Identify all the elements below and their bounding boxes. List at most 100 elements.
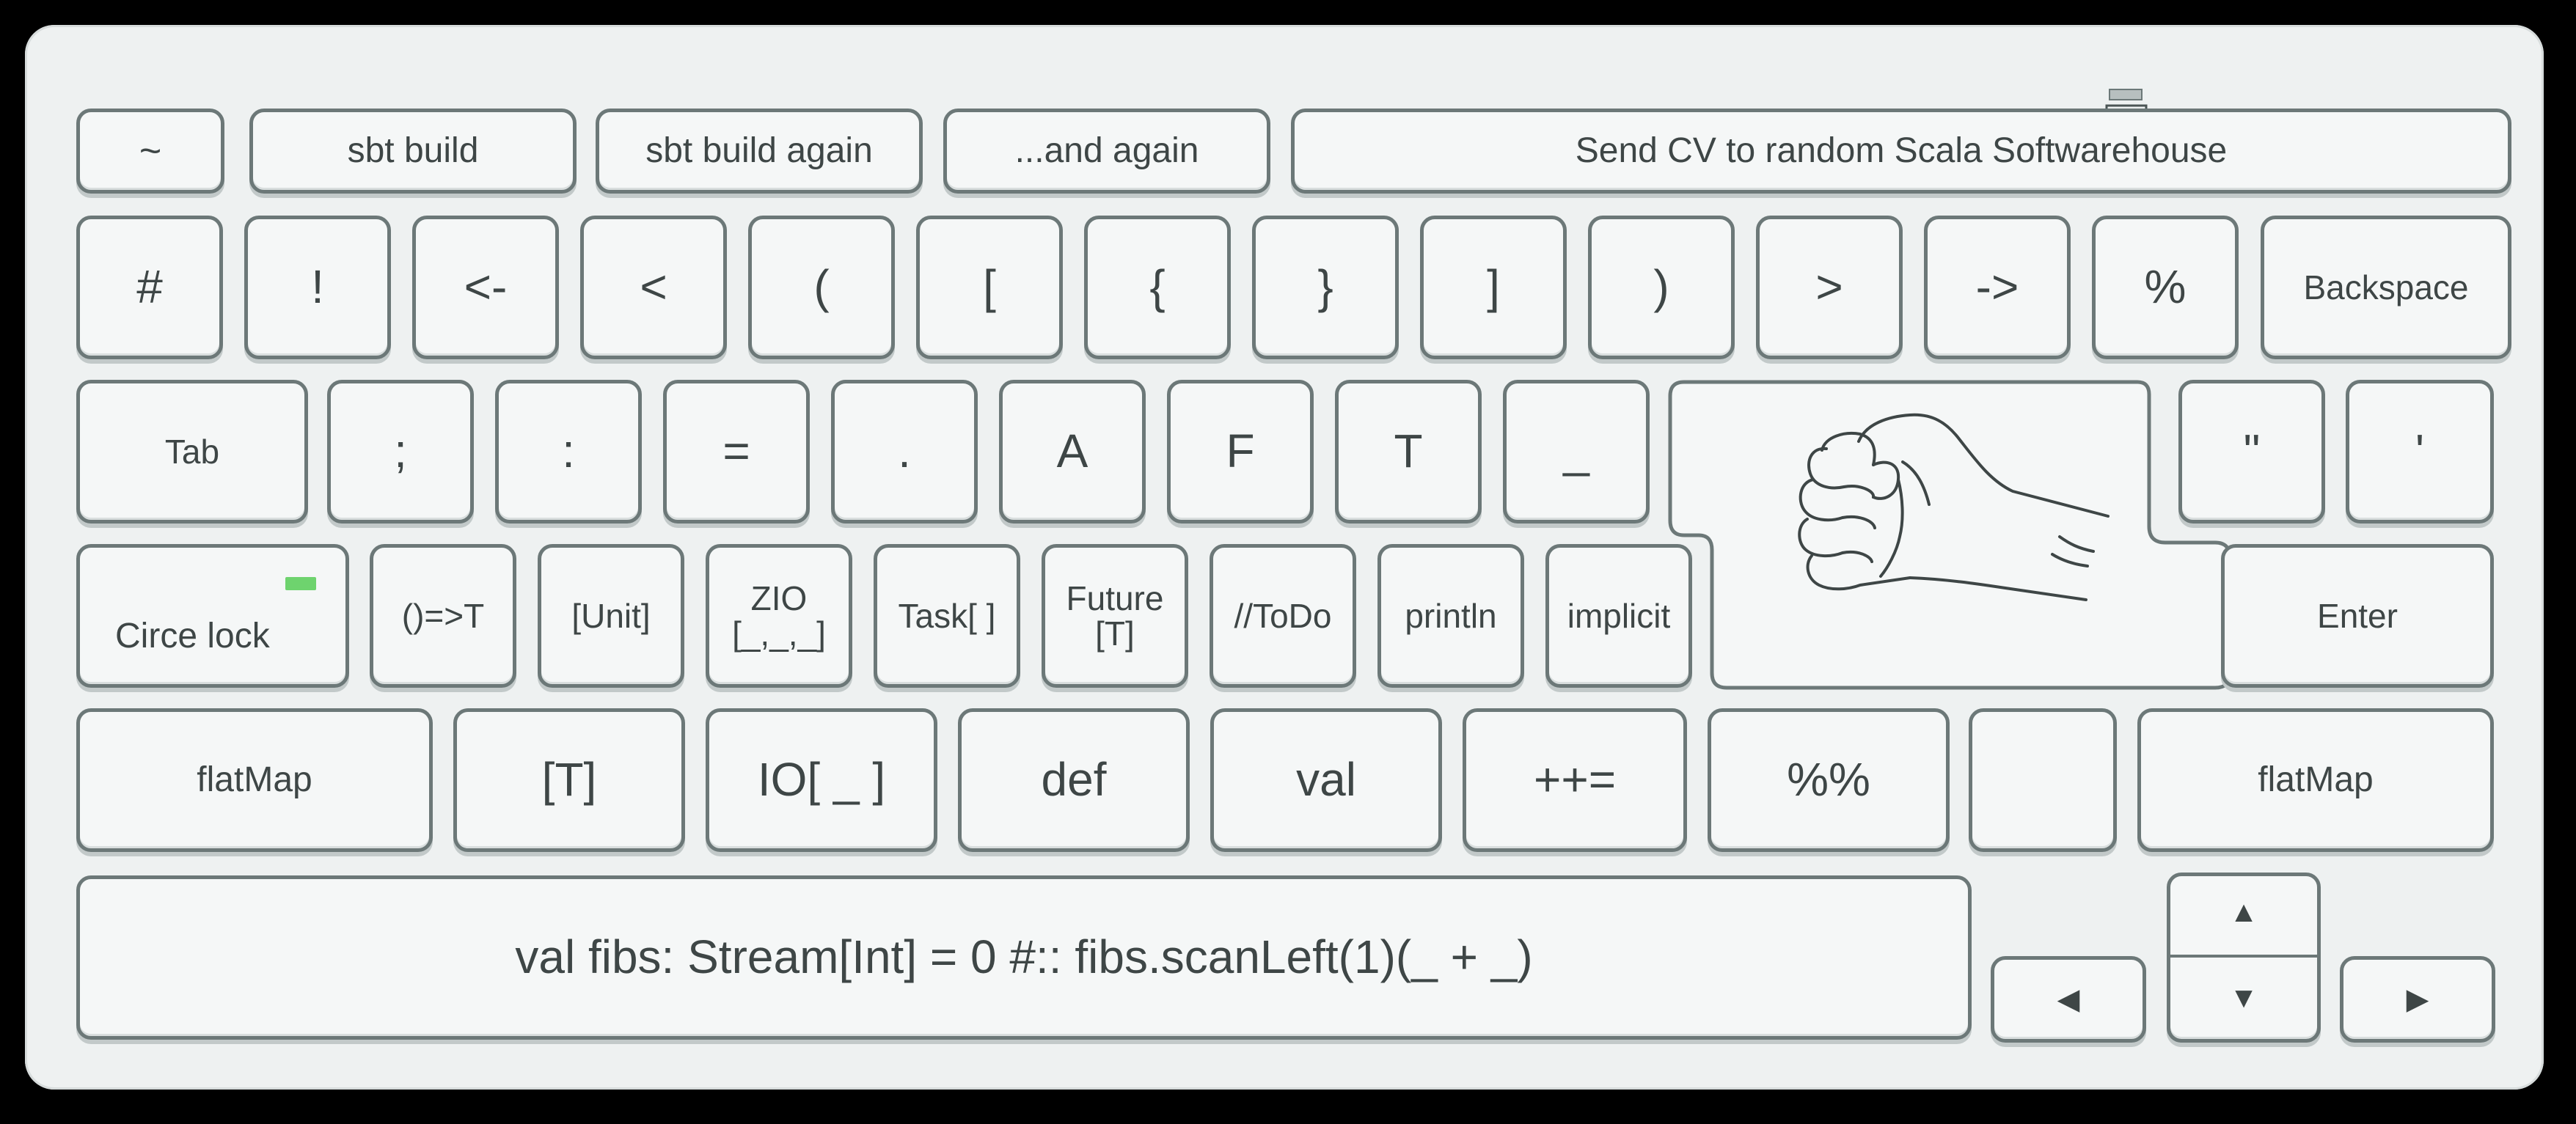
key-label: = <box>722 425 750 478</box>
append-assign-key[interactable]: ++= <box>1463 708 1687 852</box>
spacebar-key[interactable]: val fibs: Stream[Int] = 0 #:: fibs.scanL… <box>76 875 1972 1040</box>
flatmap-left-key[interactable]: flatMap <box>76 708 433 852</box>
caps-lock-led <box>285 577 316 590</box>
key-label: //ToDo <box>1234 596 1332 635</box>
open-paren-key[interactable]: ( <box>748 216 895 359</box>
arrow-down-icon: ▼ <box>2229 981 2258 1014</box>
greater-than-key[interactable]: > <box>1756 216 1903 359</box>
semicolon-key[interactable]: ; <box>327 380 474 524</box>
key-label: _ <box>1563 425 1589 478</box>
key-label: ...and again <box>1014 131 1199 170</box>
single-quote-key[interactable]: ' <box>2346 380 2494 524</box>
key-label: [T] <box>541 753 597 807</box>
enter-key[interactable]: Enter <box>2221 544 2494 688</box>
key-label-line-1: ZIO <box>750 578 808 617</box>
future-key[interactable]: Future [T] <box>1042 544 1188 688</box>
key-label: %% <box>1787 753 1870 807</box>
key-label: def <box>1041 753 1107 807</box>
blank-key[interactable] <box>1969 708 2117 852</box>
def-key[interactable]: def <box>958 708 1190 852</box>
key-label: . <box>898 425 911 478</box>
key-label: Backspace <box>2303 268 2469 306</box>
bang-key[interactable]: ! <box>244 216 391 359</box>
todo-key[interactable]: //ToDo <box>1210 544 1356 688</box>
close-brace-key[interactable]: } <box>1252 216 1399 359</box>
key-label: > <box>1815 260 1843 314</box>
right-arrow-key[interactable]: -> <box>1924 216 2071 359</box>
arrow-left-icon: ◀ <box>2057 983 2080 1015</box>
sbt-build-key[interactable]: sbt build <box>249 109 577 194</box>
key-label-line-2: [T] <box>1095 614 1135 653</box>
io-key[interactable]: IO[ _ ] <box>706 708 937 852</box>
colon-key[interactable]: : <box>495 380 642 524</box>
fist-icon <box>1798 413 2110 601</box>
send-cv-key[interactable]: Send CV to random Scala Softwarehouse <box>1291 109 2511 194</box>
key-label: ()=>T <box>401 596 485 635</box>
less-than-key[interactable]: < <box>580 216 727 359</box>
function-type-key[interactable]: ()=>T <box>370 544 516 688</box>
key-label: ' <box>2415 425 2425 478</box>
arrow-right-key[interactable]: ▶ <box>2340 956 2495 1043</box>
key-label: -> <box>1975 260 2019 314</box>
key-label: println <box>1405 596 1497 635</box>
key-label-line-1: Future <box>1066 578 1164 617</box>
f-key[interactable]: F <box>1167 380 1314 524</box>
sbt-build-again-key[interactable]: sbt build again <box>596 109 923 194</box>
key-label: Task[ ] <box>898 596 996 635</box>
fist-key[interactable] <box>1668 380 2233 691</box>
key-label: Enter <box>2317 596 2398 635</box>
backspace-key[interactable]: Backspace <box>2261 216 2511 359</box>
key-label: [ <box>983 260 996 314</box>
keyboard: ~ sbt build sbt build again ...and again… <box>25 25 2544 1090</box>
and-again-key[interactable]: ...and again <box>943 109 1270 194</box>
key-label: Tab <box>164 432 220 471</box>
dot-key[interactable]: . <box>831 380 978 524</box>
key-label: ) <box>1653 260 1669 314</box>
key-label: < <box>640 260 667 314</box>
key-label: F <box>1226 425 1255 478</box>
equals-key[interactable]: = <box>663 380 810 524</box>
type-param-key[interactable]: [T] <box>453 708 685 852</box>
arrow-right-icon: ▶ <box>2406 983 2429 1015</box>
key-label: Circe lock <box>115 616 270 655</box>
circe-lock-key[interactable]: Circe lock <box>76 544 349 688</box>
key-label: val fibs: Stream[Int] = 0 #:: fibs.scanL… <box>515 930 1533 984</box>
double-percent-key[interactable]: %% <box>1708 708 1950 852</box>
close-bracket-key[interactable]: ] <box>1420 216 1567 359</box>
open-bracket-key[interactable]: [ <box>916 216 1063 359</box>
a-key[interactable]: A <box>999 380 1146 524</box>
arrow-up-icon: ▲ <box>2229 896 2258 928</box>
implicit-key[interactable]: implicit <box>1545 544 1692 688</box>
val-key[interactable]: val <box>1210 708 1442 852</box>
open-brace-key[interactable]: { <box>1084 216 1231 359</box>
hash-key[interactable]: # <box>76 216 223 359</box>
println-key[interactable]: println <box>1377 544 1524 688</box>
arrow-left-key[interactable]: ◀ <box>1991 956 2146 1043</box>
key-label: : <box>562 425 575 478</box>
task-key[interactable]: Task[ ] <box>874 544 1020 688</box>
key-label: flatMap <box>197 760 312 799</box>
tab-key[interactable]: Tab <box>76 380 308 524</box>
key-label: ! <box>311 260 324 314</box>
close-paren-key[interactable]: ) <box>1588 216 1735 359</box>
double-quote-key[interactable]: " <box>2178 380 2325 524</box>
underscore-key[interactable]: _ <box>1503 380 1650 524</box>
zio-key[interactable]: ZIO [_,_,_] <box>706 544 852 688</box>
t-key[interactable]: T <box>1335 380 1482 524</box>
key-label: ~ <box>139 129 162 172</box>
left-arrow-bind-key[interactable]: <- <box>412 216 559 359</box>
key-label: T <box>1394 425 1423 478</box>
key-label: ++= <box>1533 753 1617 807</box>
arrow-down-key[interactable]: ▼ <box>2167 956 2321 1043</box>
percent-key[interactable]: % <box>2092 216 2239 359</box>
key-label: ; <box>394 425 407 478</box>
key-label: # <box>136 260 163 314</box>
key-label: sbt build again <box>645 131 873 170</box>
flatmap-right-key[interactable]: flatMap <box>2137 708 2494 852</box>
key-label: flatMap <box>2258 760 2374 799</box>
unit-key[interactable]: [Unit] <box>538 544 684 688</box>
tilde-key[interactable]: ~ <box>76 109 224 194</box>
key-label: sbt build <box>347 131 479 170</box>
key-label-line-2: [_,_,_] <box>732 614 826 653</box>
key-label: A <box>1056 425 1088 478</box>
